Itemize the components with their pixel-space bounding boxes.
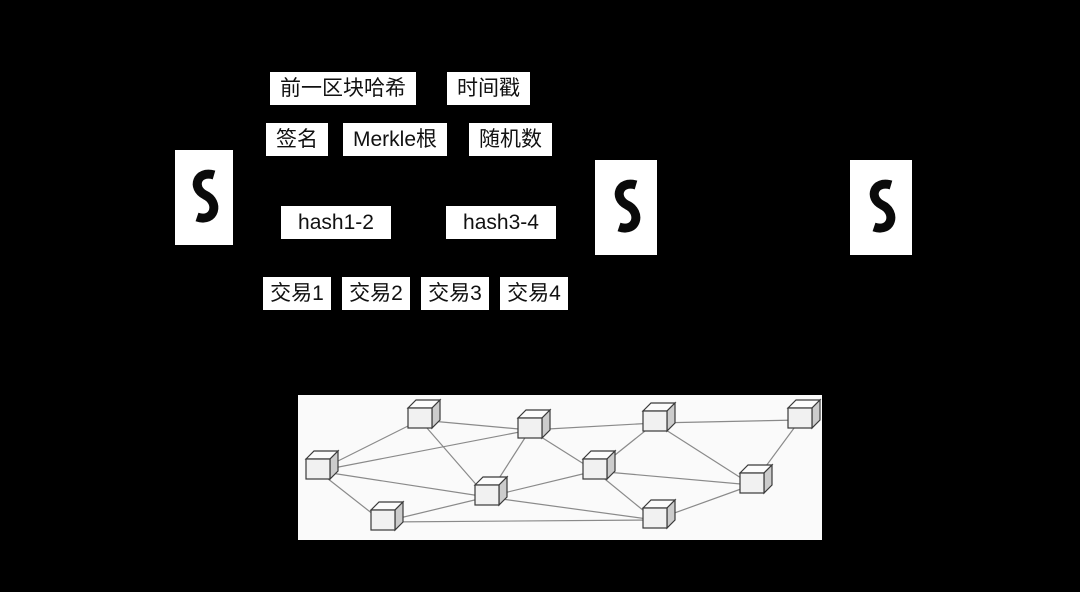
network-node-cube (304, 449, 340, 481)
network-node-cube (473, 475, 509, 507)
transaction-4: 交易4 (500, 277, 568, 310)
chain-link-icon (614, 179, 641, 232)
network-edge (654, 419, 801, 424)
p2p-network-svg (304, 398, 822, 532)
field-signature: 签名 (266, 123, 328, 156)
transaction-2: 交易2 (342, 277, 410, 310)
hash-node-1-2: hash1-2 (281, 206, 391, 239)
network-node-cube (406, 398, 442, 430)
network-node-cube (738, 463, 774, 495)
network-node-cube (516, 408, 552, 440)
network-edge (317, 429, 531, 472)
network-edge (654, 422, 753, 486)
network-node-cube (581, 449, 617, 481)
network-edge (317, 470, 488, 498)
network-edge (486, 496, 656, 521)
chain-link-icon (192, 169, 219, 222)
transaction-1: 交易1 (263, 277, 331, 310)
network-edge (382, 519, 656, 523)
network-node-cube (786, 398, 822, 430)
p2p-network-image (298, 395, 822, 540)
network-edge (529, 422, 656, 431)
field-timestamp: 时间戳 (447, 72, 530, 105)
network-node-cube (641, 401, 677, 433)
chain-connector-1 (175, 150, 233, 245)
field-nonce: 随机数 (469, 123, 552, 156)
chain-connector-2 (595, 160, 657, 255)
chain-link-icon (869, 179, 896, 232)
network-node-cube (641, 498, 677, 530)
transaction-row: 交易1 交易2 交易3 交易4 (263, 277, 568, 310)
chain-connector-3 (850, 160, 912, 255)
network-node-cube (369, 500, 405, 532)
hash-node-3-4: hash3-4 (446, 206, 556, 239)
field-prev-block-hash: 前一区块哈希 (270, 72, 416, 105)
field-merkle-root: Merkle根 (343, 123, 448, 156)
transaction-3: 交易3 (421, 277, 489, 310)
network-edge (594, 470, 753, 486)
